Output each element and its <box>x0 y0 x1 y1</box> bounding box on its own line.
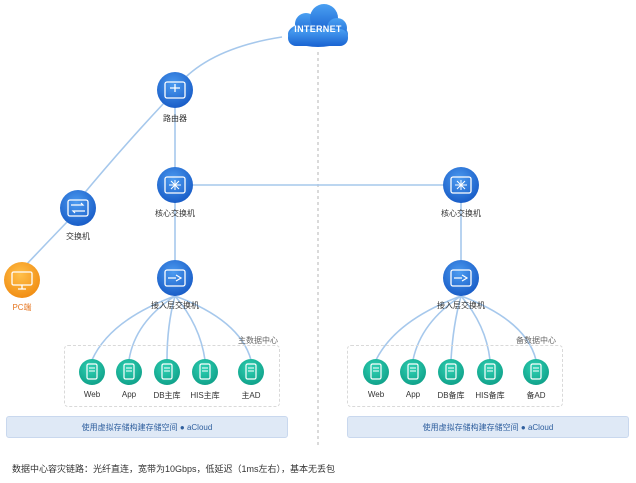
server-ad-primary-icon <box>238 359 264 385</box>
core-switch-primary-label: 核心交换机 <box>155 209 195 218</box>
server-label: DB备库 <box>437 391 465 400</box>
footer-note: 数据中心容灾链路：光纤直连，宽带为10Gbps，低延迟（1ms左右），基本无丢包 <box>12 464 336 474</box>
access-switch-backup-label: 接入层交换机 <box>437 301 485 310</box>
link-switch-pc <box>24 221 68 267</box>
backup-dc-box <box>347 345 563 407</box>
server-label: HIS备库 <box>475 391 505 400</box>
server-web-primary-icon <box>79 359 105 385</box>
switch-icon <box>60 190 96 226</box>
switch-label: 交换机 <box>66 232 90 241</box>
server-label: 备AD <box>526 391 546 400</box>
server-db-primary-icon <box>154 359 180 385</box>
network-links <box>24 36 537 361</box>
server-icons-backup <box>363 359 549 385</box>
core-switch-backup-label: 核心交换机 <box>441 209 481 218</box>
core-switch-backup-icon <box>443 167 479 203</box>
access-switch-primary-label: 接入层交换机 <box>151 301 199 310</box>
link-router-switch <box>81 102 165 197</box>
core-switch-primary-icon <box>157 167 193 203</box>
primary-storage-bar: 使用虚拟存储构建存储空间 ● aCloud <box>6 416 288 438</box>
server-db-backup-icon <box>438 359 464 385</box>
server-label: App <box>121 390 137 399</box>
server-label: Web <box>83 390 101 399</box>
access-switch-primary-icon <box>157 260 193 296</box>
backup-dc-title: 备数据中心 <box>516 336 556 345</box>
internet-label: INTERNET <box>294 24 342 34</box>
router-icon <box>157 72 193 108</box>
server-app-primary-icon <box>116 359 142 385</box>
primary-dc-box <box>64 345 280 407</box>
router-label: 路由器 <box>163 114 187 123</box>
primary-dc-title: 主数据中心 <box>238 336 278 345</box>
backup-storage-bar: 使用虚拟存储构建存储空间 ● aCloud <box>347 416 629 438</box>
server-his-backup-icon <box>477 359 503 385</box>
server-label: Web <box>367 390 385 399</box>
server-his-primary-icon <box>192 359 218 385</box>
server-label: App <box>405 390 421 399</box>
server-label: 主AD <box>241 391 261 400</box>
access-switch-backup-icon <box>443 260 479 296</box>
pc-label: PC端 <box>12 303 32 312</box>
server-label: HIS主库 <box>190 391 220 400</box>
pc-icon <box>4 262 40 298</box>
server-ad-backup-icon <box>523 359 549 385</box>
internet-cloud-icon <box>288 4 348 47</box>
server-app-backup-icon <box>400 359 426 385</box>
server-web-backup-icon <box>363 359 389 385</box>
server-label: DB主库 <box>153 391 181 400</box>
link-internet-router <box>177 36 283 86</box>
server-icons-primary <box>79 359 264 385</box>
